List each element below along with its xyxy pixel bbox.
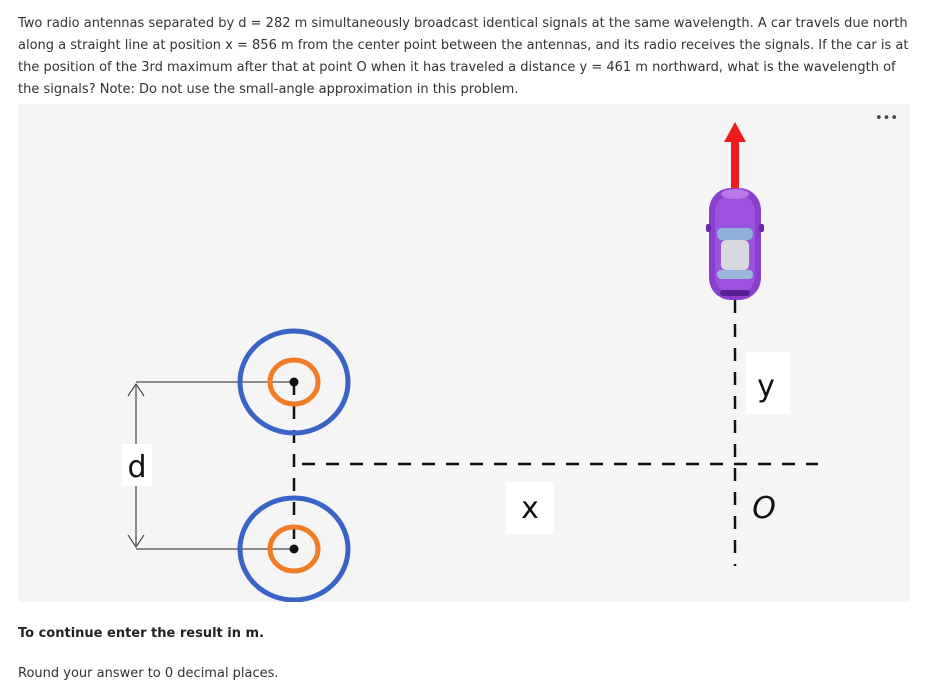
rounding-note: Round your answer to 0 decimal places. [18,666,279,681]
problem-statement: Two radio antennas separated by d = 282 … [18,16,909,97]
y-label-box [746,352,790,414]
outer-wave-ring [237,328,351,436]
antenna-point [289,544,299,554]
origin-label: O [752,491,776,526]
d-label: d [127,450,146,485]
antenna-top [237,328,351,436]
inner-wave-ring [267,524,321,574]
more-horizontal-icon[interactable]: ••• [874,111,898,126]
north-arrow [724,122,746,188]
antenna-point [289,377,299,387]
outer-wave-ring [237,495,351,602]
instruction-text: To continue enter the result in m. [18,626,265,641]
y-label: y [757,369,775,404]
car-icon [706,188,764,300]
x-label: x [521,491,539,526]
problem-figure: d x y O [18,104,910,602]
d-dimension [127,381,294,550]
inner-wave-ring [267,357,321,407]
antenna-diagram: d x y O [122,122,818,602]
d-label-box [122,444,152,486]
x-label-box [506,482,554,534]
antenna-bottom [237,495,351,602]
